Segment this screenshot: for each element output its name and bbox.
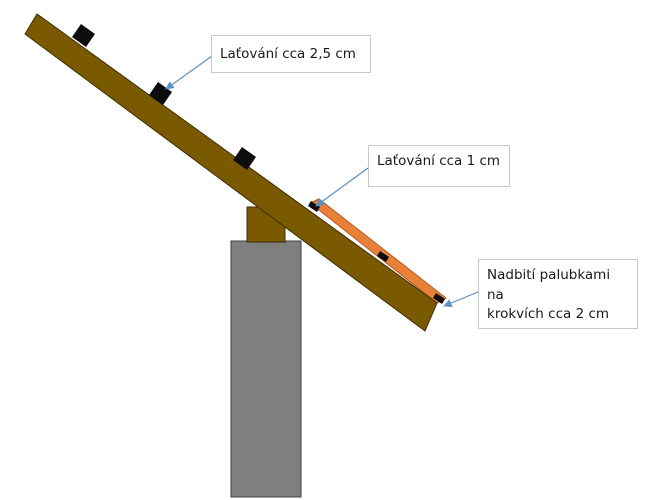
batten-block [233, 147, 256, 170]
arrow-boards [443, 291, 479, 308]
batten-block [72, 24, 95, 47]
callout-text: Laťování cca 1 cm [377, 153, 501, 169]
callout-text: Laťování cca 2,5 cm [220, 46, 356, 62]
batten-block [377, 251, 389, 262]
batten-block [308, 201, 320, 212]
callout-text-line2: krokvích cca 2 cm [487, 306, 610, 323]
callout-text-line1: Nadbití palubkami na [487, 267, 611, 303]
batten-block [149, 82, 172, 105]
callout-boarding: Nadbití palubkami na krokvích cca 2 cm [478, 259, 638, 329]
arrow-batten-25 [165, 55, 213, 90]
batten-block [433, 293, 445, 304]
callout-batten-2-5cm: Laťování cca 2,5 cm [211, 35, 371, 73]
rafter-beam [24, 13, 438, 332]
battens-thin [308, 201, 445, 304]
battens-thick [72, 24, 256, 170]
arrow-batten-1 [315, 167, 369, 207]
callout-batten-1cm: Laťování cca 1 cm [368, 145, 510, 187]
support-column [230, 240, 302, 498]
